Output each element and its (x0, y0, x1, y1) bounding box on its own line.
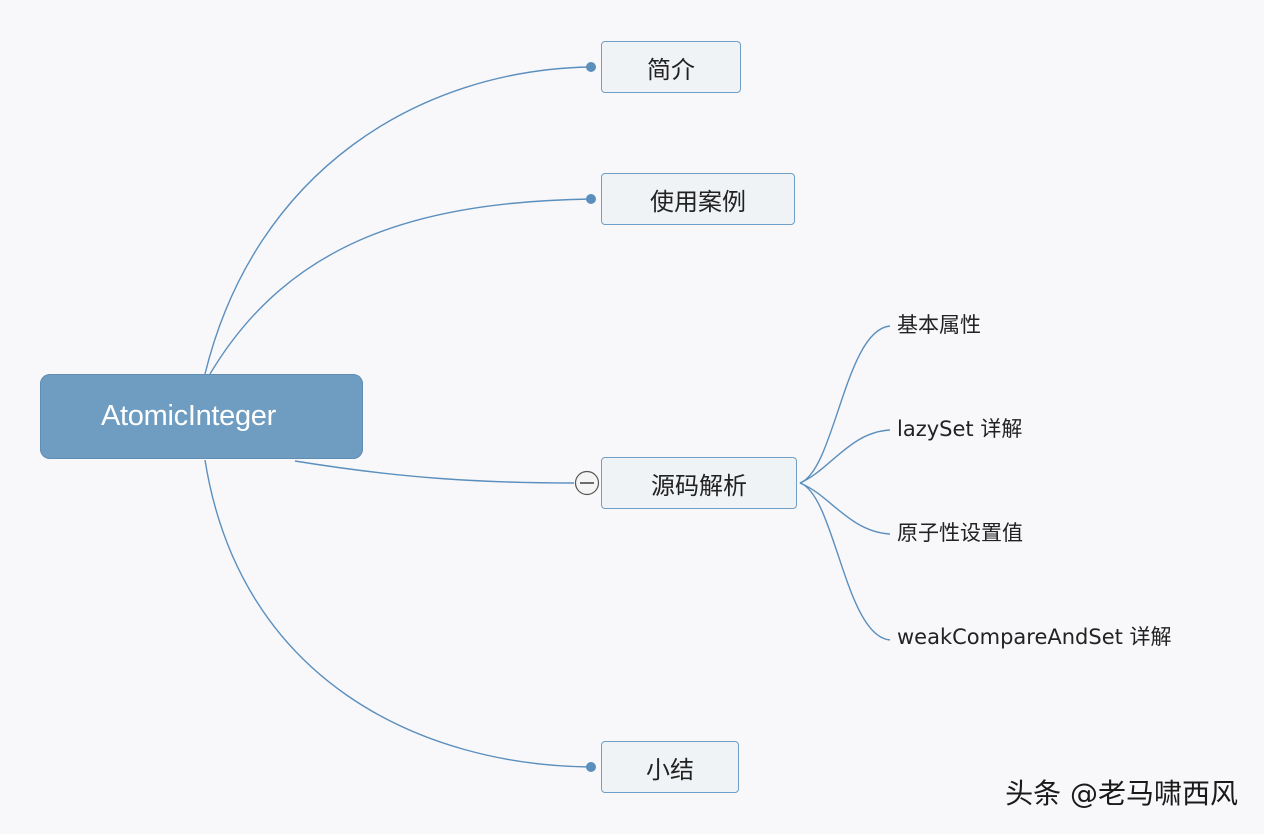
connector-dot-summary (586, 762, 596, 772)
central-topic-label: AtomicInteger (100, 400, 276, 432)
topic-source-analysis-label: 源码解析 (651, 471, 747, 500)
watermark: 头条 @老马啸西风 (1005, 777, 1238, 810)
connector-dot-usage (586, 194, 596, 204)
connector-sub-lazyset (799, 429, 891, 484)
connector-dot-intro (586, 62, 596, 72)
connector-sub-basic (799, 325, 891, 484)
connector-intro (204, 66, 591, 375)
collapse-toggle[interactable] (574, 470, 600, 496)
connector-usage (209, 198, 591, 375)
subtopic-weak-cas[interactable]: weakCompareAndSet 详解 (897, 625, 1172, 649)
topic-usage[interactable]: 使用案例 (601, 173, 795, 225)
connector-sub-atomic-set (799, 482, 891, 535)
subtopic-basic-properties[interactable]: 基本属性 (897, 313, 981, 337)
topic-summary[interactable]: 小结 (601, 741, 739, 793)
topic-usage-label: 使用案例 (650, 187, 746, 216)
topic-intro[interactable]: 简介 (601, 41, 741, 93)
connector-summary (204, 459, 591, 768)
topic-intro-label: 简介 (647, 55, 695, 84)
topic-summary-label: 小结 (646, 755, 694, 784)
connector-sub-weakcas (799, 482, 891, 641)
connector-source (294, 460, 575, 484)
central-topic[interactable]: AtomicInteger (40, 374, 363, 459)
subtopic-atomic-set[interactable]: 原子性设置值 (897, 521, 1023, 545)
subtopic-lazyset[interactable]: lazySet 详解 (897, 417, 1023, 441)
topic-source-analysis[interactable]: 源码解析 (601, 457, 797, 509)
